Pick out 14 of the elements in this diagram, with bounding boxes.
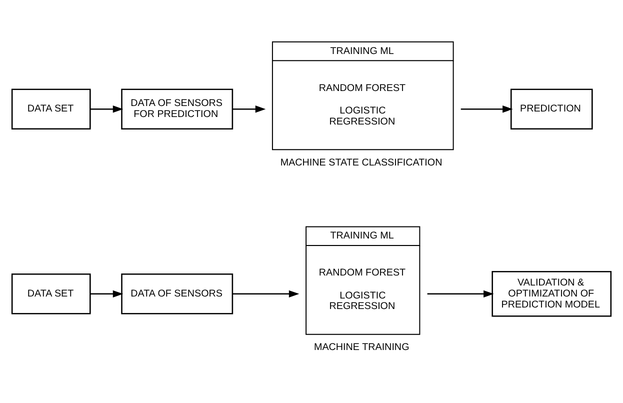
arrow (460, 106, 513, 113)
node-label: MACHINE STATE CLASSIFICATION (280, 157, 442, 168)
node-box: PREDICTION (510, 88, 593, 130)
node-box: DATA OF SENSORS (121, 274, 234, 314)
node-box: DATA SET (11, 274, 91, 314)
arrow (232, 106, 266, 113)
node-box: VALIDATION & OPTIMIZATION OF PREDICTION MODEL (492, 271, 612, 317)
arrow (90, 106, 124, 113)
arrow (427, 290, 494, 298)
node-label: MACHINE TRAINING (314, 342, 410, 354)
node-box: DATA OF SENSORS FOR PREDICTION (121, 88, 234, 130)
node-box: DATA SET (11, 88, 91, 130)
arrow (90, 290, 124, 298)
arrow (232, 290, 300, 298)
